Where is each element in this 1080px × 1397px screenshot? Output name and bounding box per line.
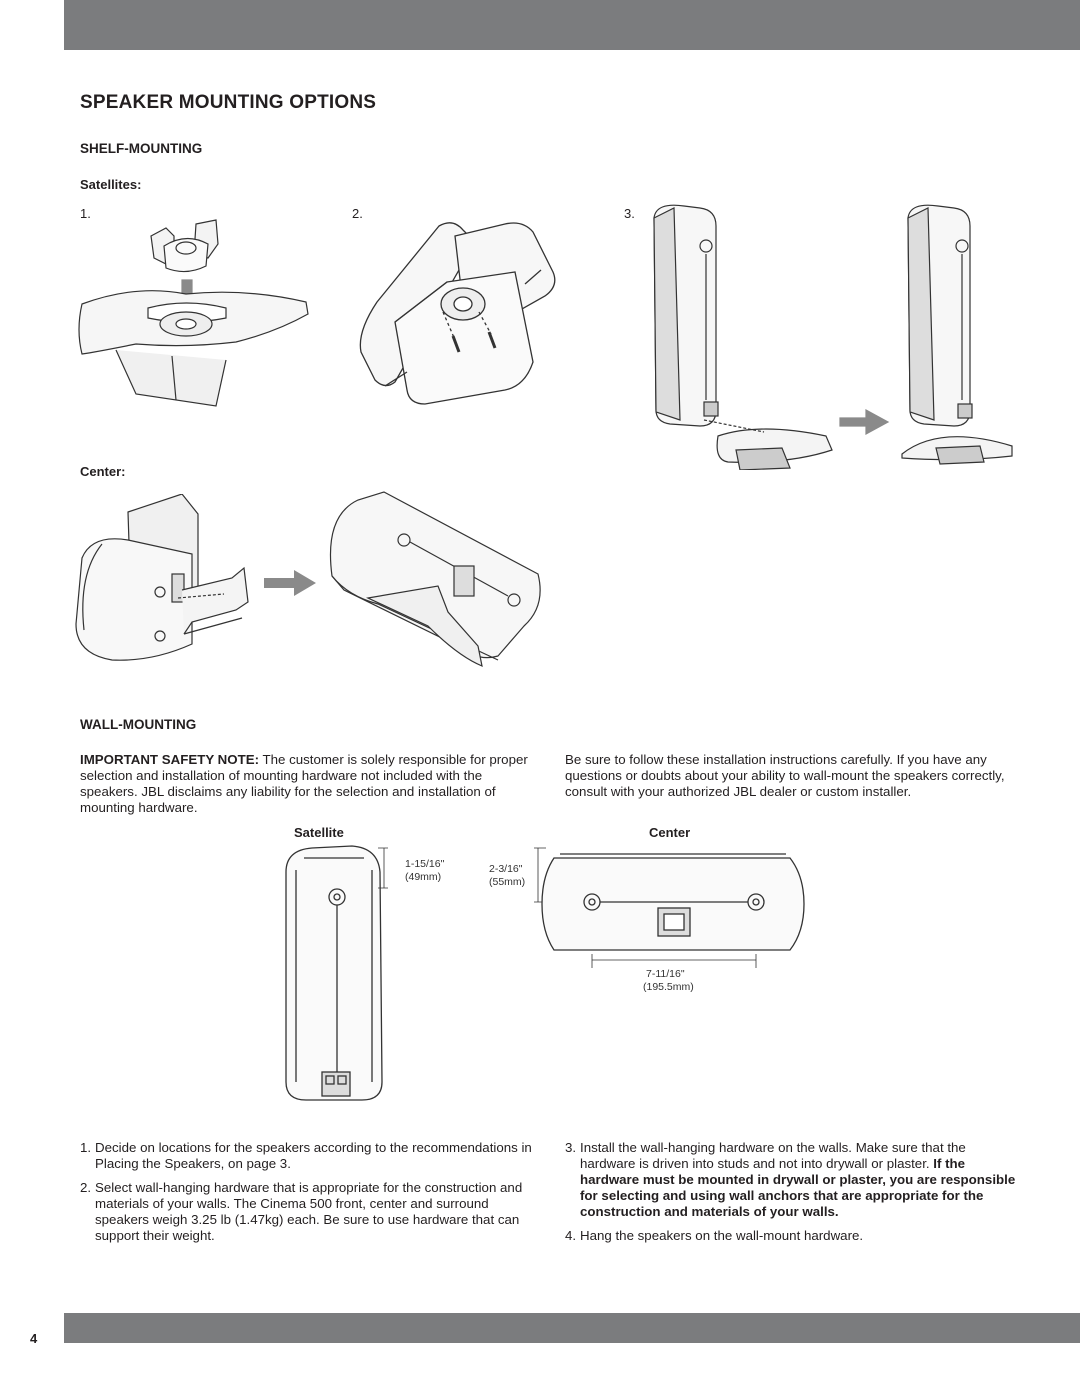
satellite-dim-in: 1-15/16": [405, 858, 445, 870]
satellite-back-diagram: [285, 845, 388, 1101]
shelf-step-3-number: 3.: [624, 206, 635, 221]
step-1: 1.Decide on locations for the speakers a…: [80, 1140, 538, 1172]
step-3-text: Install the wall-hanging hardware on the…: [580, 1140, 966, 1171]
center-height-dim-mm: (55mm): [489, 876, 526, 888]
step-4-text: Hang the speakers on the wall-mount hard…: [580, 1228, 864, 1243]
step-3-number: 3.: [565, 1140, 577, 1155]
step-4-number: 4.: [565, 1228, 577, 1243]
step-2-number: 2.: [80, 1180, 92, 1195]
header-bar: [64, 0, 1080, 50]
satellite-diagram-label: Satellite: [294, 825, 344, 840]
satellite-dim-mm: (49mm): [405, 871, 442, 883]
shelf-step-1-number: 1.: [80, 206, 91, 221]
center-arrow-icon: [264, 570, 316, 596]
step-4: 4.Hang the speakers on the wall-mount ha…: [565, 1228, 1020, 1244]
step-3-warning: If the hardware must be mounted in drywa…: [580, 1156, 1016, 1219]
safety-note-text: The customer is solely responsible for p…: [80, 752, 528, 815]
center-height-dim-in: 2-3/16": [489, 863, 523, 875]
page-title: SPEAKER MOUNTING OPTIONS: [80, 92, 377, 113]
center-speaker-bracket-illustration: [75, 494, 249, 661]
footer-bar: [64, 1313, 1080, 1343]
installation-advice: Be sure to follow these installation ins…: [565, 752, 1005, 799]
step-2-text: Select wall-hanging hardware that is app…: [95, 1180, 523, 1243]
center-width-dim-mm: (195.5mm): [643, 981, 694, 993]
step-2: 2.Select wall-hanging hardware that is a…: [80, 1180, 538, 1244]
shelf-mounting-heading: SHELF-MOUNTING: [80, 141, 203, 156]
step-3: 3.Install the wall-hanging hardware on t…: [565, 1140, 1020, 1220]
center-label: Center:: [80, 464, 126, 479]
satellites-label: Satellites:: [80, 177, 142, 192]
shelf-step-2-number: 2.: [352, 206, 363, 221]
center-speaker-mounted-illustration: [329, 491, 541, 667]
satellite-attach-step3-illustration: [653, 204, 1013, 470]
wall-mounting-heading: WALL-MOUNTING: [80, 717, 197, 732]
center-back-diagram: [534, 847, 805, 968]
satellite-base-step1-illustration: [78, 219, 309, 407]
step-1-number: 1.: [80, 1140, 92, 1155]
steps-left: 1.Decide on locations for the speakers a…: [80, 1140, 538, 1252]
center-width-dim-in: 7-11/16": [646, 968, 685, 980]
step-1-text: Decide on locations for the speakers acc…: [95, 1140, 532, 1171]
safety-note-label: IMPORTANT SAFETY NOTE:: [80, 752, 260, 767]
steps-right: 3.Install the wall-hanging hardware on t…: [565, 1140, 1020, 1252]
safety-note: IMPORTANT SAFETY NOTE: The customer is s…: [80, 752, 530, 816]
center-diagram-label: Center: [649, 825, 691, 840]
page-number: 4: [30, 1331, 38, 1346]
satellite-base-step2-illustration: [359, 222, 556, 405]
